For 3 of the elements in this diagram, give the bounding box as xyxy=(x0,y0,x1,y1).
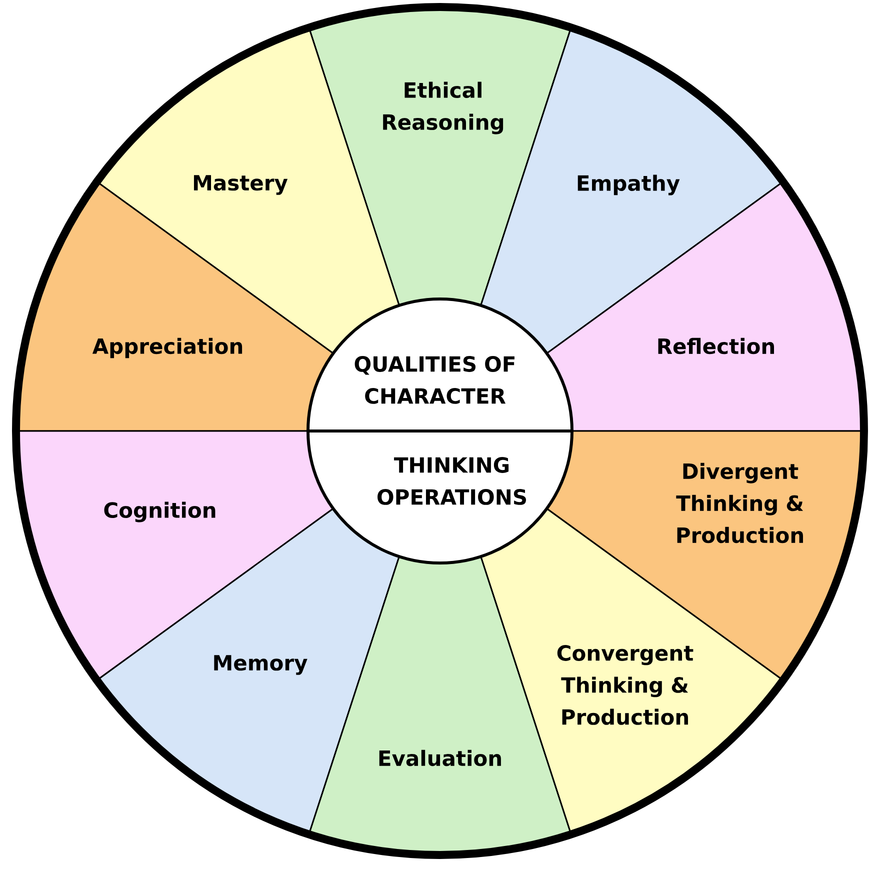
hub-half: QUALITIES OF CHARACTER xyxy=(306,298,574,432)
wheel-segment: Ethical Reasoning xyxy=(308,6,572,306)
hub-half: THINKING OPERATIONS xyxy=(306,430,574,564)
